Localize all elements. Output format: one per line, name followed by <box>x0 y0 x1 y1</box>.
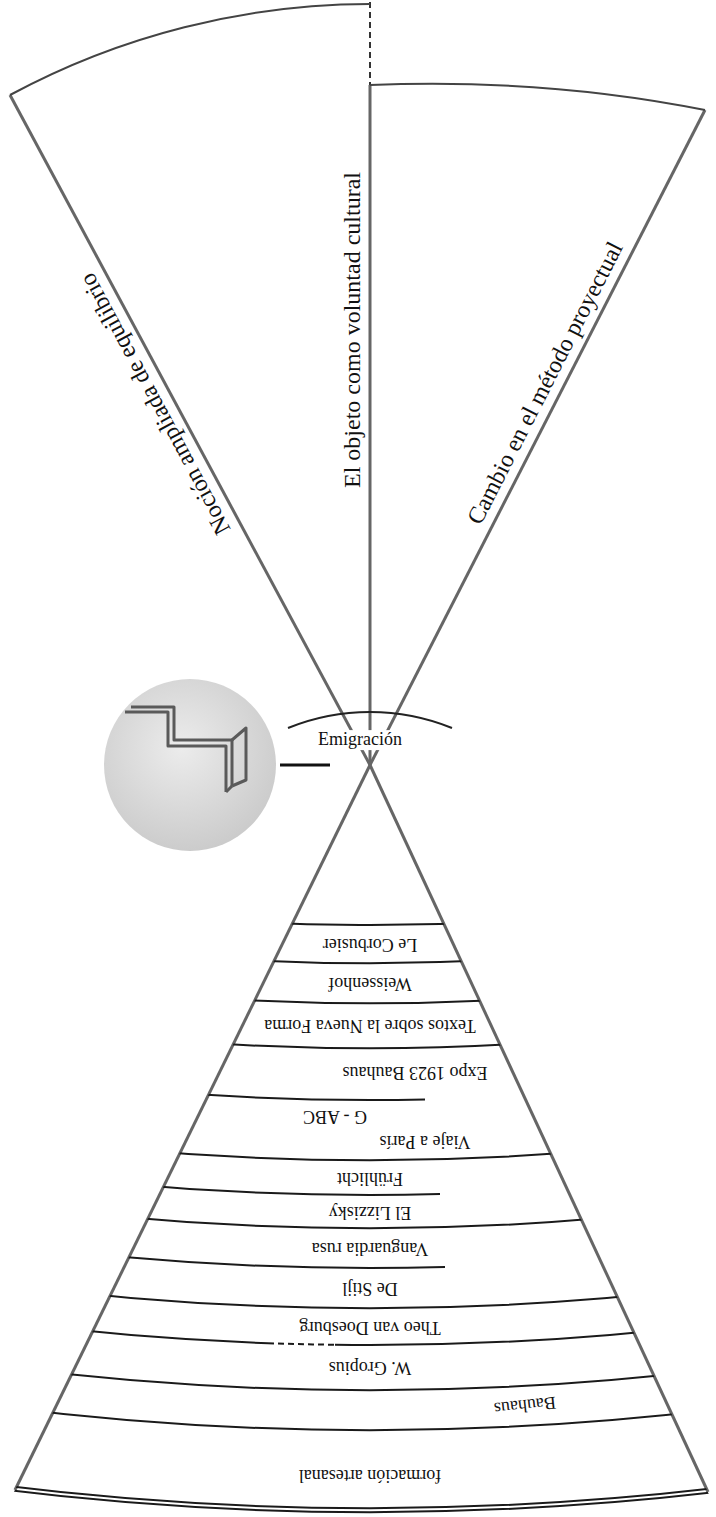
photo-circle <box>104 679 276 851</box>
timeline-label: formación artesanal <box>297 1465 443 1485</box>
axis-label: Cambio en el método proyectual <box>461 236 629 530</box>
timeline-label: G - ABC <box>301 1106 369 1126</box>
timeline-label: El Lizzisky <box>327 1202 413 1222</box>
timeline-arcs <box>0 888 716 1512</box>
emigration-arc <box>288 712 452 728</box>
timeline-label: Frühlicht <box>335 1168 405 1188</box>
timeline-label: Expo 1923 Bauhaus <box>341 1062 490 1082</box>
timeline-arc <box>0 1276 716 1308</box>
timeline-label: Weissenhof <box>326 973 414 993</box>
timeline-label: W. Gropius <box>327 1357 413 1377</box>
timeline-label: Vanguardia rusa <box>310 1238 430 1258</box>
wedge-line <box>370 110 705 765</box>
wedge-line <box>10 95 370 765</box>
wedge-arc <box>370 84 705 110</box>
cone-line <box>15 765 370 1490</box>
wedge-arc <box>10 4 370 95</box>
timeline-arc <box>0 1236 445 1268</box>
timeline-arc <box>0 1127 716 1160</box>
timeline-arc <box>0 1162 440 1195</box>
wire-chair <box>125 707 246 792</box>
timeline-arc <box>0 1013 716 1048</box>
timeline-arc <box>0 1400 716 1430</box>
timeline-label: Theo van Doesburg <box>297 1317 443 1337</box>
timeline-label: Viaje a París <box>378 1131 473 1151</box>
timeline-label: Bauhaus <box>491 1392 559 1419</box>
timeline-arc <box>0 1483 716 1512</box>
timeline-arc <box>0 1195 716 1228</box>
cone-line <box>370 765 708 1492</box>
axis-label: Noción ampliada de equilibrio <box>73 267 237 541</box>
central-axis <box>369 85 372 765</box>
timeline-label: De Stijl <box>340 1278 400 1298</box>
timeline-arc <box>0 968 716 1003</box>
timeline-arc <box>0 888 716 925</box>
phase-label: Emigración <box>316 730 404 750</box>
tick-mark <box>280 764 330 767</box>
timeline-label: Textos sobre la Nueva Forma <box>262 1015 478 1035</box>
timeline-arc <box>268 1343 335 1345</box>
timeline-label: Le Corbusier <box>321 934 419 954</box>
timeline-arc <box>0 1314 268 1343</box>
dashed-axis <box>369 2 371 85</box>
axis-label: El objeto como voluntad cultural <box>339 170 365 490</box>
timeline-arc <box>0 927 716 963</box>
